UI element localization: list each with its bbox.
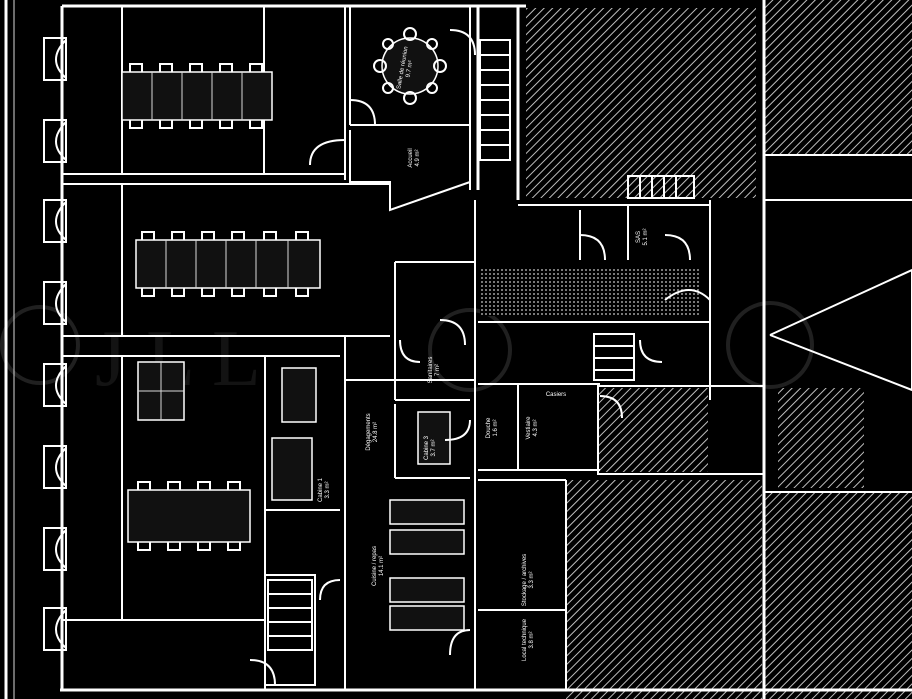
room-label-local_tech: Local technique3.8 m² [522, 618, 535, 661]
room-label-cabine1: Cabine 13.3 m² [318, 477, 331, 502]
room-label-sanitaires: Sanitaires7 m² [428, 357, 441, 384]
room-label-stockage: Stockage / archives3.3 m² [522, 554, 535, 606]
room-label-sas: SAS5.1 m² [636, 228, 649, 245]
room-label-casiers: Casiers [546, 392, 566, 398]
furniture [121, 27, 465, 631]
room-label-vestiaire: Vestiaire4.3 m² [526, 416, 539, 440]
room-label-cabine: Cabine 33.7 m² [424, 435, 437, 460]
room-label-douche: Douche1.6 m² [486, 417, 499, 438]
facade-windows [43, 37, 67, 651]
room-label-accueil: Accueil4.9 m² [408, 148, 421, 167]
staircases [267, 39, 695, 651]
doors [249, 29, 711, 686]
hatched-zones [480, 0, 912, 699]
room-label-cuisine: Cuisine / repas14.1 m² [372, 546, 385, 586]
walls [4, 0, 912, 699]
room-label-degagement: Dégagements24.8 m² [366, 413, 379, 450]
